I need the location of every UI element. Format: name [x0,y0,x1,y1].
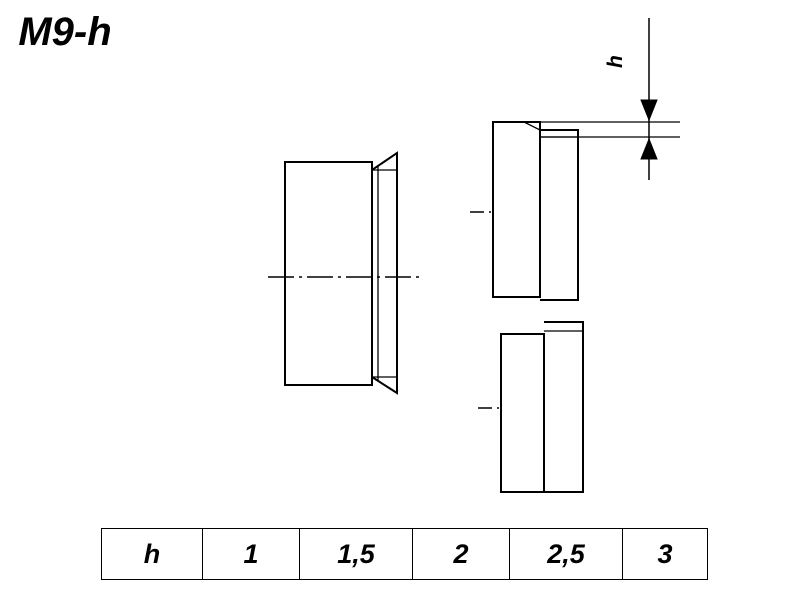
table-cell-1: 1 [202,528,300,580]
table-cell-2-5: 2,5 [509,528,623,580]
table-row: h 1 1,5 2 2,5 3 [101,528,708,580]
page-title: M9-h [18,10,112,54]
table-cell-1-5: 1,5 [299,528,413,580]
lower-small-part [500,321,584,493]
table-cell-2: 2 [412,528,510,580]
values-table: h 1 1,5 2 2,5 3 [101,528,708,580]
table-cell-h: h [101,528,203,580]
table-cell-3: 3 [622,528,708,580]
h-dimension [540,18,680,180]
main-bushing-section [284,151,398,395]
upper-small-part [492,121,579,301]
